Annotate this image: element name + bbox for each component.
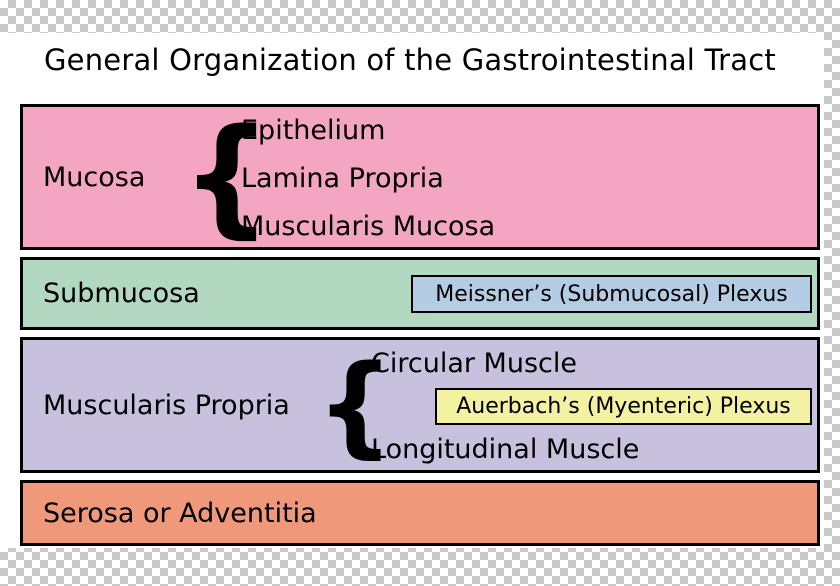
- auerbach-plexus-box: Auerbach’s (Myenteric) Plexus: [435, 388, 812, 425]
- meissner-plexus-label: Meissner’s (Submucosal) Plexus: [435, 281, 788, 307]
- circular-muscle-item: Circular Muscle: [371, 348, 577, 379]
- longitudinal-muscle-item: Longitudinal Muscle: [371, 434, 640, 465]
- muscularis-brace: {: [316, 341, 395, 469]
- mucosa-item-list: Epithelium Lamina Propria Muscularis Muc…: [241, 107, 495, 251]
- mucosa-layer: Mucosa { Epithelium Lamina Propria Muscu…: [20, 104, 820, 250]
- mucosa-item-epithelium: Epithelium: [241, 115, 386, 146]
- muscularis-propria-label: Muscularis Propria: [43, 389, 290, 421]
- meissner-plexus-box: Meissner’s (Submucosal) Plexus: [411, 275, 812, 313]
- muscularis-propria-layer: Muscularis Propria { Circular Muscle Aue…: [20, 337, 820, 473]
- mucosa-label: Mucosa: [43, 161, 146, 193]
- submucosa-label: Submucosa: [43, 278, 200, 309]
- mucosa-item-muscularis-mucosa: Muscularis Mucosa: [241, 211, 496, 242]
- submucosa-layer: Submucosa Meissner’s (Submucosal) Plexus: [20, 257, 820, 330]
- auerbach-plexus-label: Auerbach’s (Myenteric) Plexus: [456, 394, 791, 419]
- serosa-label: Serosa or Adventitia: [43, 497, 317, 529]
- mucosa-item-lamina-propria: Lamina Propria: [241, 163, 444, 194]
- serosa-layer: Serosa or Adventitia: [20, 480, 820, 546]
- diagram-title: General Organization of the Gastrointest…: [44, 43, 776, 77]
- mucosa-brace: {: [181, 102, 273, 251]
